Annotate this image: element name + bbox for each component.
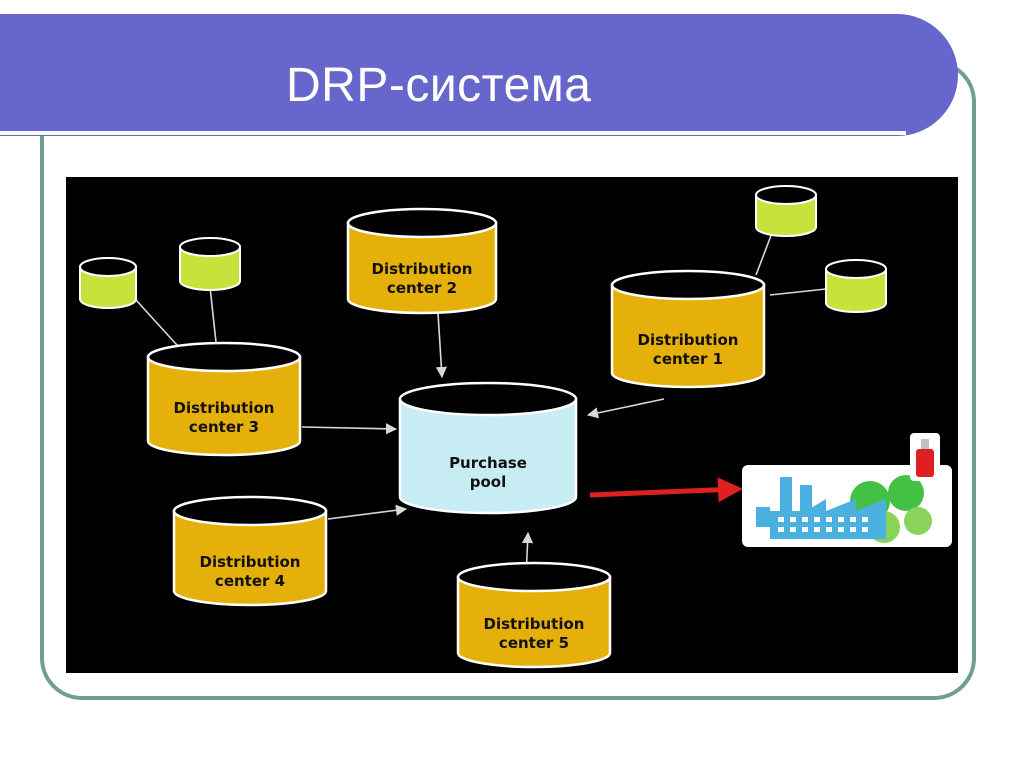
distribution-center-5: Distribution center 5 [456,561,612,669]
factory-icon [742,465,952,547]
store-4 [825,259,887,313]
pool-label-line2: pool [470,473,507,491]
dc4-label-line2: center 4 [215,572,285,590]
distribution-center-4: Distribution center 4 [172,495,328,607]
dc5-label-line1: Distribution [484,615,585,633]
diagram-canvas: Distribution center 2 Distribution cente… [79,185,952,669]
distribution-center-1: Distribution center 1 [610,269,766,389]
red-arrow-to-factory [589,477,743,503]
fuel-tank-icon [910,433,940,481]
drp-diagram: Distribution center 2 Distribution cente… [66,177,958,673]
dc1-label-line1: Distribution [638,331,739,349]
distribution-center-2: Distribution center 2 [346,207,498,315]
connector-dc3-pool [301,423,398,435]
purchase-pool: Purchase pool [398,381,578,515]
dc4-label-line1: Distribution [200,553,301,571]
dc2-label-line2: center 2 [387,279,457,297]
connector-store-dc1-b [769,288,827,296]
store-2 [179,237,241,291]
connector-dc1-pool [586,398,665,419]
distribution-center-3: Distribution center 3 [146,341,302,457]
dc2-label-line1: Distribution [372,260,473,278]
pool-label-line1: Purchase [449,454,527,472]
dc1-label-line2: center 1 [653,350,723,368]
store-3 [755,185,817,237]
dc5-label-line2: center 5 [499,634,569,652]
connector-store-dc1-a [755,232,773,276]
title-underline [0,131,906,135]
dc3-label-line2: center 3 [189,418,259,436]
slide-title: DRP-система [286,59,592,112]
connector-dc4-pool [327,504,408,520]
dc3-label-line1: Distribution [174,399,275,417]
title-bar: DRP-система [0,14,958,136]
connector-dc2-pool [435,312,447,379]
store-1 [79,257,137,309]
connector-store-dc3-b [209,286,217,343]
